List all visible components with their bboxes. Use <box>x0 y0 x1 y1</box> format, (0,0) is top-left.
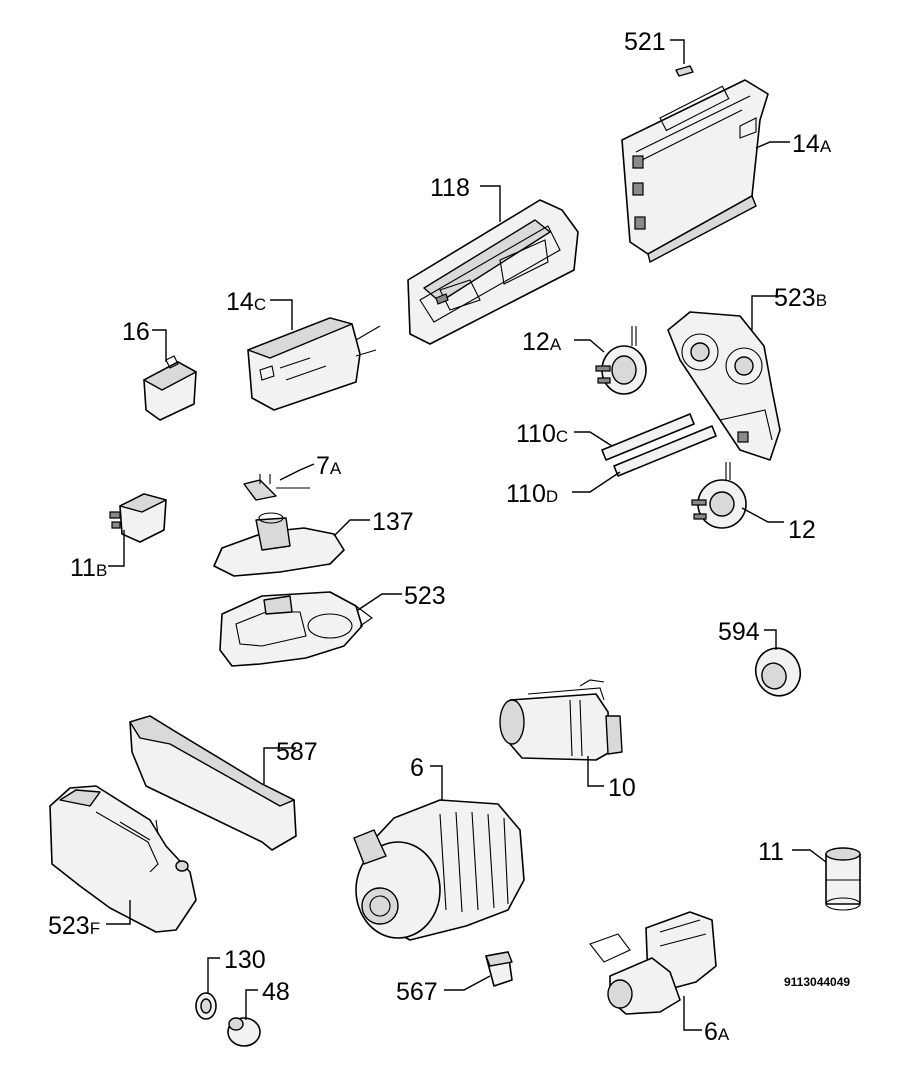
leader-130 <box>207 957 220 994</box>
part-7a-clip <box>243 474 310 501</box>
leader-6 <box>430 765 443 800</box>
callout-130: 130 <box>224 946 266 974</box>
callout-6a: 6A <box>704 1018 730 1046</box>
part-48-screw <box>227 1017 261 1047</box>
callout-11: 11 <box>758 838 784 866</box>
callout-110c: 110C <box>516 420 568 448</box>
leader-11 <box>792 849 827 863</box>
leader-48 <box>245 989 258 1020</box>
callout-14c: 14C <box>226 288 266 316</box>
callout-48: 48 <box>262 978 290 1006</box>
callout-11b: 11B <box>70 554 107 582</box>
callout-523b: 523B <box>774 284 827 312</box>
part-587-cover <box>129 715 297 851</box>
leader-10 <box>587 756 604 787</box>
leader-110c <box>574 431 613 447</box>
leader-7a <box>279 463 315 481</box>
part-6a-drain-pump <box>589 911 717 1015</box>
leader-lines <box>106 39 827 1031</box>
part-11b-block <box>109 493 167 543</box>
leader-118 <box>480 185 501 222</box>
part-10-heater <box>499 679 623 761</box>
leader-12a <box>574 339 605 353</box>
leader-14a <box>755 141 790 149</box>
part-567-clip <box>485 951 513 987</box>
part-16-relay <box>143 355 197 421</box>
part-594-plug <box>754 647 802 697</box>
part-6-circulation-pump <box>353 799 525 941</box>
leader-521 <box>670 39 685 64</box>
callout-110d: 110D <box>506 480 558 508</box>
part-14a-electronic-module <box>621 79 769 263</box>
leader-137 <box>333 519 370 537</box>
part-523-frame <box>219 591 373 667</box>
leader-16 <box>152 329 167 362</box>
part-521-cap <box>675 65 694 77</box>
callout-567: 567 <box>396 978 438 1006</box>
callout-6: 6 <box>410 754 424 782</box>
leader-11b <box>108 530 125 567</box>
leader-567 <box>444 975 491 991</box>
leader-6a <box>683 996 702 1031</box>
part-523b-bracket <box>667 311 781 461</box>
callout-7a: 7A <box>316 452 342 480</box>
part-110c-hose <box>601 413 695 461</box>
part-130-seal <box>195 992 217 1020</box>
callout-587: 587 <box>276 738 318 766</box>
callout-14a: 14A <box>792 130 832 158</box>
part-11-cylinder <box>825 847 861 911</box>
part-14c-module <box>247 317 381 411</box>
callout-523f: 523F <box>48 912 100 940</box>
leader-110d <box>572 471 621 493</box>
callout-137: 137 <box>372 508 414 536</box>
callout-12a: 12A <box>522 328 562 356</box>
callout-10: 10 <box>608 774 636 802</box>
leader-594 <box>764 629 777 650</box>
callout-16: 16 <box>122 318 150 346</box>
leader-523f <box>106 900 131 925</box>
callout-521: 521 <box>624 28 666 56</box>
callout-118: 118 <box>430 174 470 202</box>
part-12-pressure-switch <box>691 462 747 529</box>
callout-523: 523 <box>404 582 446 610</box>
leader-14c <box>270 299 293 330</box>
callout-labels: 521 14A 118 523B 14C 16 12A 110C 7A 110D… <box>48 28 850 1046</box>
leader-12 <box>741 507 784 523</box>
part-118-dispenser <box>407 199 579 345</box>
part-110d-hose <box>613 425 717 477</box>
diagram-code: 9113044049 <box>784 975 850 989</box>
callout-594: 594 <box>718 618 760 646</box>
callout-12: 12 <box>788 516 816 544</box>
leader-523 <box>357 593 402 611</box>
part-523f-bracket <box>49 785 197 933</box>
leader-523b <box>751 295 778 330</box>
part-12a-pressure-switch <box>595 326 647 395</box>
leader-587 <box>263 747 296 784</box>
part-137-cover <box>213 512 345 577</box>
